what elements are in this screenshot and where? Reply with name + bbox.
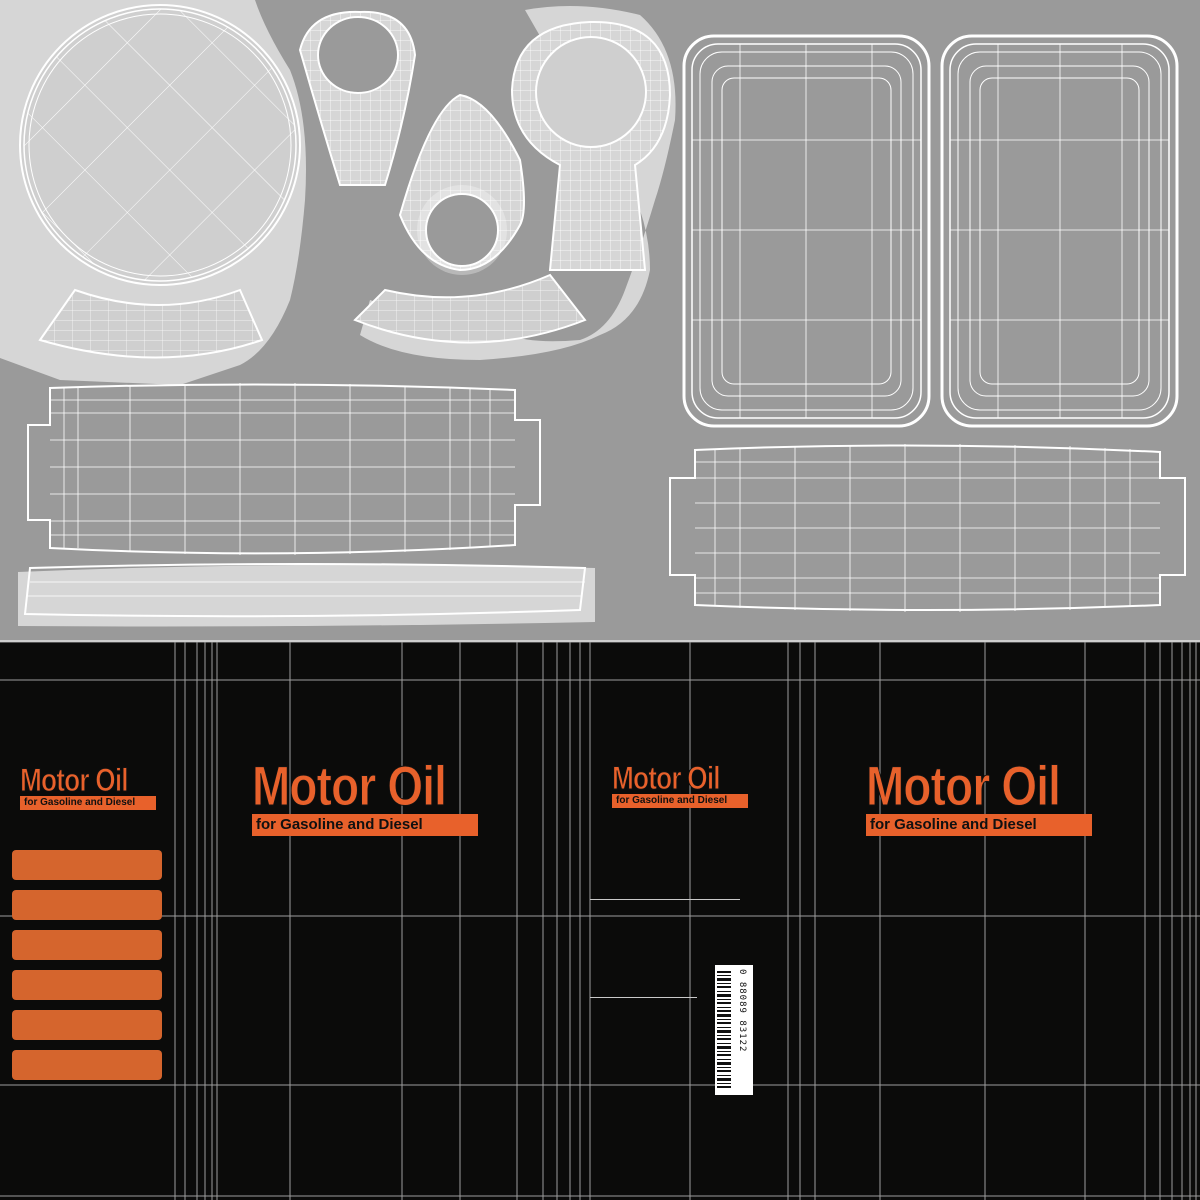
label-subtitle: for Gasoline and Diesel xyxy=(20,796,156,810)
section-divider xyxy=(0,640,1200,642)
orange-stripe xyxy=(12,1050,162,1080)
uv-island-spout-b xyxy=(398,93,525,275)
orange-stripe xyxy=(12,1010,162,1040)
label-subtitle: for Gasoline and Diesel xyxy=(252,814,478,836)
label-title: Motor Oil xyxy=(20,762,129,798)
orange-stripe xyxy=(12,850,162,880)
label-title: Motor Oil xyxy=(866,754,1062,817)
uv-island-bottom-strip xyxy=(23,563,587,618)
label-subtitle: for Gasoline and Diesel xyxy=(612,794,748,808)
motor-oil-label-1: Motor Oil for Gasoline and Diesel xyxy=(20,764,156,810)
uv-island-curved-strip-center xyxy=(353,273,587,344)
label-title: Motor Oil xyxy=(612,760,721,796)
uv-island-round-cap xyxy=(19,4,301,286)
uv-island-curved-strip-left xyxy=(38,288,264,359)
orange-stripe xyxy=(12,930,162,960)
uv-island-rect-panel-right xyxy=(940,34,1179,428)
label-grid-lines xyxy=(0,642,1200,1200)
info-rule-line xyxy=(590,899,740,900)
motor-oil-label-4: Motor Oil for Gasoline and Diesel xyxy=(866,754,1103,836)
orange-stripe xyxy=(12,890,162,920)
motor-oil-label-3: Motor Oil for Gasoline and Diesel xyxy=(612,762,748,808)
uv-wireframe-svg xyxy=(0,0,1186,627)
motor-oil-label-2: Motor Oil for Gasoline and Diesel xyxy=(252,754,489,836)
uv-wireframe-area xyxy=(0,0,1186,627)
label-subtitle: for Gasoline and Diesel xyxy=(866,814,1092,836)
uv-island-rect-panel-left xyxy=(682,34,931,428)
orange-stripe xyxy=(12,970,162,1000)
uv-island-cylinder-right xyxy=(669,444,1186,612)
barcode-bars xyxy=(717,971,731,1088)
barcode: 0 88089 83122 xyxy=(715,965,753,1095)
barcode-number: 0 88089 83122 xyxy=(737,969,747,1053)
info-rule-line xyxy=(590,997,697,998)
label-title: Motor Oil xyxy=(252,754,448,817)
uv-island-cylinder-left xyxy=(27,383,541,555)
uv-island-keyhole xyxy=(510,20,672,271)
uv-island-spout-a xyxy=(298,10,417,186)
label-texture xyxy=(0,642,1200,1200)
